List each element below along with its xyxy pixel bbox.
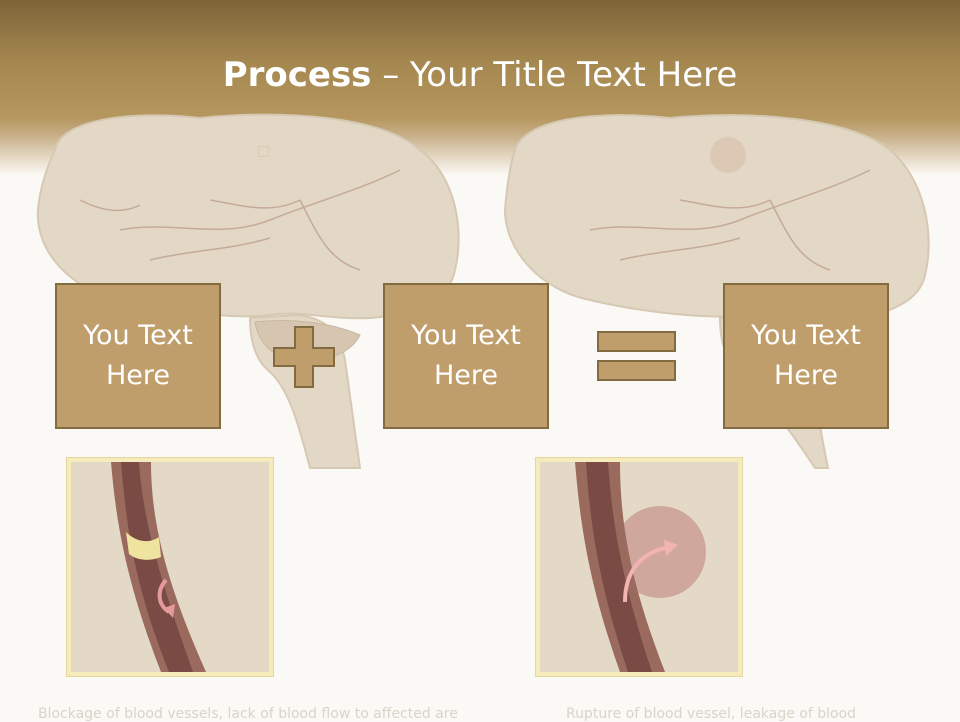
title-bold: Process — [222, 55, 372, 95]
process-box-2[interactable]: You Text Here — [383, 283, 549, 429]
rupture-inset — [535, 457, 743, 677]
right-brain-vessels-icon — [589, 169, 871, 271]
process-box-1[interactable]: You Text Here — [55, 283, 221, 429]
blocked-vessel-icon — [111, 462, 206, 672]
blockage-inset — [66, 457, 274, 677]
process-box-text: You Text Here — [411, 320, 521, 391]
left-brain-vessels-icon — [79, 169, 401, 271]
title-rest: – Your Title Text Here — [371, 55, 738, 95]
caption-right: Rupture of blood vessel, leakage of bloo… — [566, 706, 857, 722]
placeholder-marker — [258, 146, 269, 157]
plus-icon — [273, 326, 335, 388]
caption-left: Blockage of blood vessels, lack of blood… — [38, 706, 458, 722]
process-box-3[interactable]: You Text Here — [723, 283, 889, 429]
page-title: Process – Your Title Text Here — [0, 52, 960, 98]
hemorrhage-spot-icon — [710, 137, 746, 173]
ruptured-vessel-icon — [575, 462, 706, 672]
equals-icon — [597, 331, 676, 381]
process-box-text: You Text Here — [751, 320, 861, 391]
process-box-text: You Text Here — [83, 320, 193, 391]
